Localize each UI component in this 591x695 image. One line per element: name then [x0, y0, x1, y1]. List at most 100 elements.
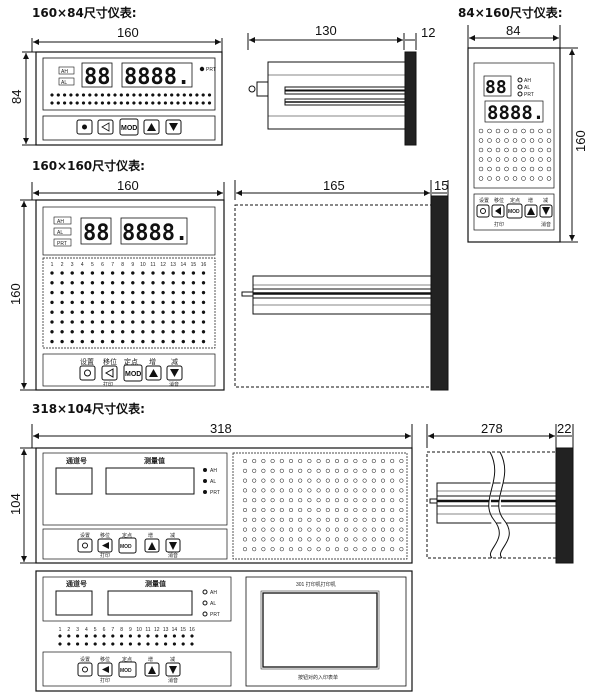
- label-160x160: 160×160尺寸仪表:: [32, 158, 145, 173]
- led-dot: [113, 101, 117, 105]
- led-dot: [141, 281, 145, 285]
- led-dot: [131, 330, 135, 334]
- led-dot: [371, 498, 376, 503]
- dim-12: 12: [421, 25, 435, 40]
- channel-number: 2: [61, 262, 64, 268]
- led-dot: [371, 478, 376, 483]
- led-dot: [195, 101, 199, 105]
- led-dot: [171, 330, 175, 334]
- led-dot: [399, 507, 404, 513]
- led-dot: [362, 507, 367, 513]
- led-dot: [137, 634, 141, 638]
- led-dot: [171, 320, 175, 324]
- led-dot: [170, 101, 174, 105]
- led-dot: [201, 101, 205, 105]
- led-dot: [141, 330, 145, 334]
- channel-number: 5: [94, 627, 97, 633]
- led-dot: [100, 290, 105, 295]
- channel-number: 7: [111, 262, 114, 268]
- led-dot: [171, 281, 175, 285]
- led-dot: [50, 300, 54, 305]
- channel-number: 13: [163, 627, 169, 633]
- led-dot: [316, 468, 321, 473]
- led-dot: [512, 147, 518, 153]
- led-dot: [380, 537, 386, 542]
- led-dot: [307, 468, 312, 473]
- label-point-d: 定点: [122, 532, 132, 539]
- led-dot: [56, 93, 60, 97]
- led-dot: [546, 176, 552, 181]
- led-dot: [261, 458, 266, 464]
- led-dot: [171, 339, 175, 344]
- channel-display: 88: [84, 65, 111, 90]
- led-dot: [62, 93, 67, 97]
- ah-indicator-b: AH: [524, 78, 531, 84]
- led-dot: [325, 517, 330, 522]
- led-dot: [242, 458, 248, 464]
- led-dot: [110, 310, 115, 314]
- led-dot: [120, 339, 125, 344]
- led-dot: [529, 147, 535, 153]
- led-dot: [288, 478, 294, 483]
- led-dot: [171, 290, 175, 295]
- led-dot: [261, 517, 266, 522]
- led-dot: [353, 517, 358, 522]
- led-dot: [132, 93, 136, 97]
- channel-number: 7: [111, 627, 114, 633]
- led-dot: [546, 147, 552, 153]
- led-dot: [380, 527, 386, 532]
- led-dot: [399, 488, 404, 493]
- led-dot: [371, 458, 376, 464]
- led-dot: [344, 478, 349, 483]
- led-dot: [111, 634, 115, 638]
- dim-84-b: 84: [506, 23, 520, 38]
- led-dot: [288, 547, 294, 552]
- prt-indicator: PRT: [206, 67, 216, 73]
- value-display: 8888.: [124, 65, 190, 90]
- led-dot: [538, 138, 543, 143]
- dim-318: 318: [210, 421, 232, 436]
- led-dot: [298, 517, 303, 522]
- led-dot: [242, 527, 248, 532]
- led-dot: [504, 157, 509, 162]
- led-dot: [279, 498, 284, 503]
- dim-22: 22: [557, 421, 571, 436]
- mod-button-e: MOD: [120, 668, 132, 674]
- led-dot: [325, 458, 330, 464]
- led-dot: [252, 498, 257, 503]
- mod-button-d: MOD: [120, 544, 132, 550]
- channel-number: 5: [91, 262, 94, 268]
- led-dot: [399, 478, 404, 483]
- led-dot: [478, 138, 484, 143]
- led-dot: [242, 498, 248, 503]
- label-160x84: 160×84尺寸仪表:: [32, 5, 137, 20]
- led-dot: [261, 498, 266, 503]
- channel-label-d: 通道号: [66, 456, 87, 465]
- prt-indicator-d: PRT: [210, 490, 220, 496]
- led-dot: [60, 320, 64, 324]
- led-dot: [521, 166, 526, 172]
- led-dot: [362, 468, 367, 473]
- dim-165: 165: [323, 178, 345, 193]
- led-dot: [151, 93, 155, 97]
- led-dot: [161, 330, 165, 334]
- label-shift-e: 移位: [100, 656, 110, 663]
- led-dot: [325, 507, 330, 513]
- led-dot: [344, 547, 349, 552]
- led-dot: [125, 101, 130, 105]
- led-dot: [252, 478, 257, 483]
- led-dot: [171, 300, 175, 305]
- led-dot: [181, 271, 186, 275]
- prt-indicator-b: PRT: [524, 92, 534, 98]
- label-mute-d: 消音: [168, 552, 178, 559]
- led-dot: [50, 339, 54, 344]
- led-dot: [298, 468, 303, 473]
- ah-indicator: AH: [61, 69, 68, 75]
- al-indicator-d: AL: [210, 479, 216, 485]
- led-dot: [334, 458, 340, 464]
- led-dot: [478, 147, 484, 153]
- led-dot: [90, 300, 95, 305]
- led-dot: [279, 458, 284, 464]
- led-dot: [146, 634, 150, 638]
- dim-160-c: 160: [8, 283, 23, 305]
